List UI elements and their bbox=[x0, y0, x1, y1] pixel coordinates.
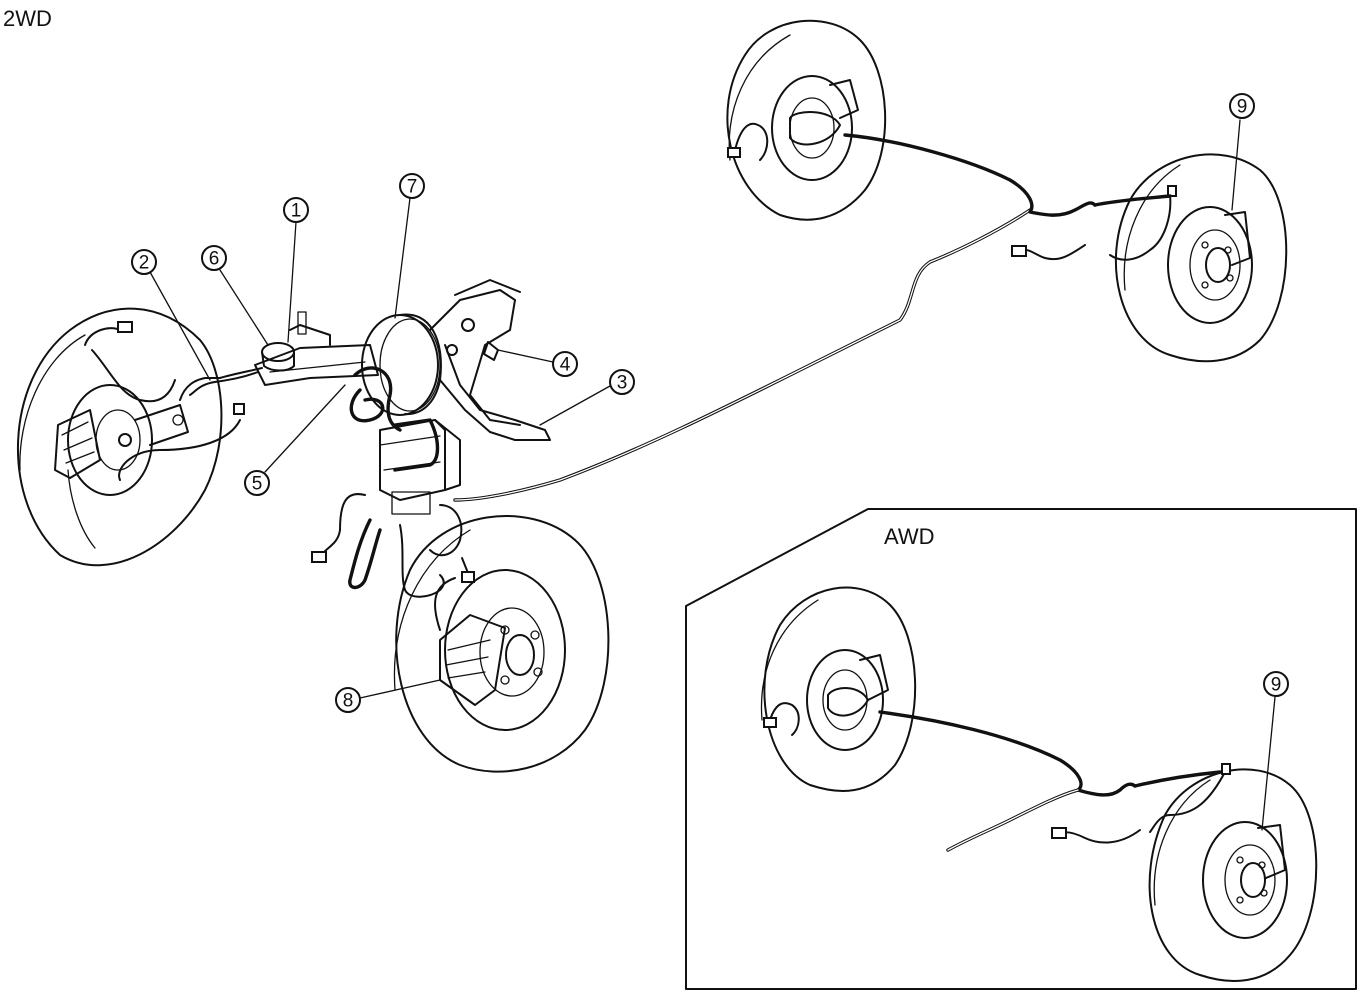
svg-text:9: 9 bbox=[1271, 675, 1282, 696]
svg-text:3: 3 bbox=[617, 373, 628, 394]
callout-7: 7 bbox=[394, 173, 425, 319]
svg-text:8: 8 bbox=[343, 691, 354, 712]
front-left-brake-line bbox=[189, 371, 259, 396]
front-left-wheel bbox=[16, 307, 245, 567]
callout-1: 1 bbox=[283, 197, 309, 343]
callout-4: 4 bbox=[497, 349, 578, 377]
view-label-awd: AWD bbox=[884, 524, 935, 549]
svg-text:7: 7 bbox=[407, 177, 418, 198]
svg-text:6: 6 bbox=[209, 249, 220, 270]
rear-right-wheel bbox=[1011, 153, 1288, 363]
svg-text:5: 5 bbox=[252, 474, 263, 495]
svg-text:4: 4 bbox=[560, 355, 571, 376]
svg-text:2: 2 bbox=[139, 253, 150, 274]
callout-9: 9 bbox=[1229, 93, 1255, 211]
svg-text:9: 9 bbox=[1237, 97, 1248, 118]
svg-text:1: 1 bbox=[291, 201, 302, 222]
callout-8: 8 bbox=[335, 679, 441, 713]
callout-2: 2 bbox=[131, 249, 211, 381]
callout-5: 5 bbox=[244, 384, 346, 496]
awd-inset: AWD 9 bbox=[685, 508, 1357, 990]
rear-brake-pipe bbox=[453, 133, 1172, 502]
abs-hydraulic-unit bbox=[311, 366, 463, 598]
callout-6: 6 bbox=[201, 245, 269, 346]
view-label-2wd: 2WD bbox=[3, 6, 52, 31]
front-left-brake-hose bbox=[179, 367, 263, 401]
callout-9-awd: 9 bbox=[1261, 671, 1289, 831]
rear-left-wheel bbox=[726, 19, 887, 221]
brake-booster-assembly bbox=[254, 279, 551, 441]
callout-3: 3 bbox=[539, 369, 635, 426]
front-right-wheel bbox=[393, 515, 610, 773]
